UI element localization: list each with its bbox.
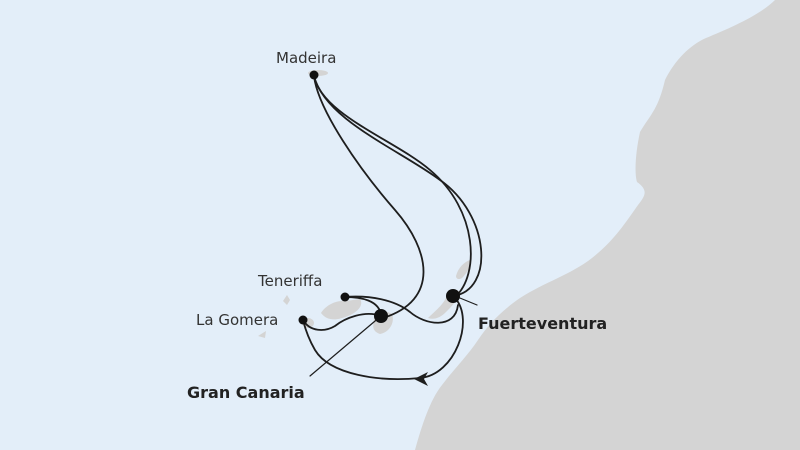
route-madeira-fuerteventura [313,75,483,297]
route-madeira-gran-canaria [313,75,425,319]
port-marker-madeira[interactable] [309,70,319,80]
island-lanzarote [456,260,471,280]
island-tenerife [321,299,362,320]
port-label-teneriffa: Teneriffa [258,272,323,290]
port-label-gran-canaria: Gran Canaria [187,383,305,402]
label-pointer-gran-canaria [309,315,382,377]
route-la-gomera-gran-canaria [302,313,382,331]
route-teneriffa-fuerteventura [344,295,459,324]
arrow-left-icon [414,372,428,386]
port-marker-la-gomera[interactable] [298,315,308,325]
route-madeira-loop [313,75,472,298]
port-label-madeira: Madeira [276,49,337,67]
port-marker-teneriffa[interactable] [340,292,350,302]
port-marker-fuerteventura[interactable] [446,289,460,303]
port-label-fuerteventura: Fuerteventura [478,314,608,333]
port-label-la-gomera: La Gomera [196,311,279,329]
island-el-hierro [258,331,266,338]
route-lines [302,75,483,380]
port-marker-gran-canaria[interactable] [374,309,388,323]
mainland-africa [415,0,800,450]
route-fuerteventura-la-gomera [302,297,464,380]
island-la-palma [283,295,290,305]
